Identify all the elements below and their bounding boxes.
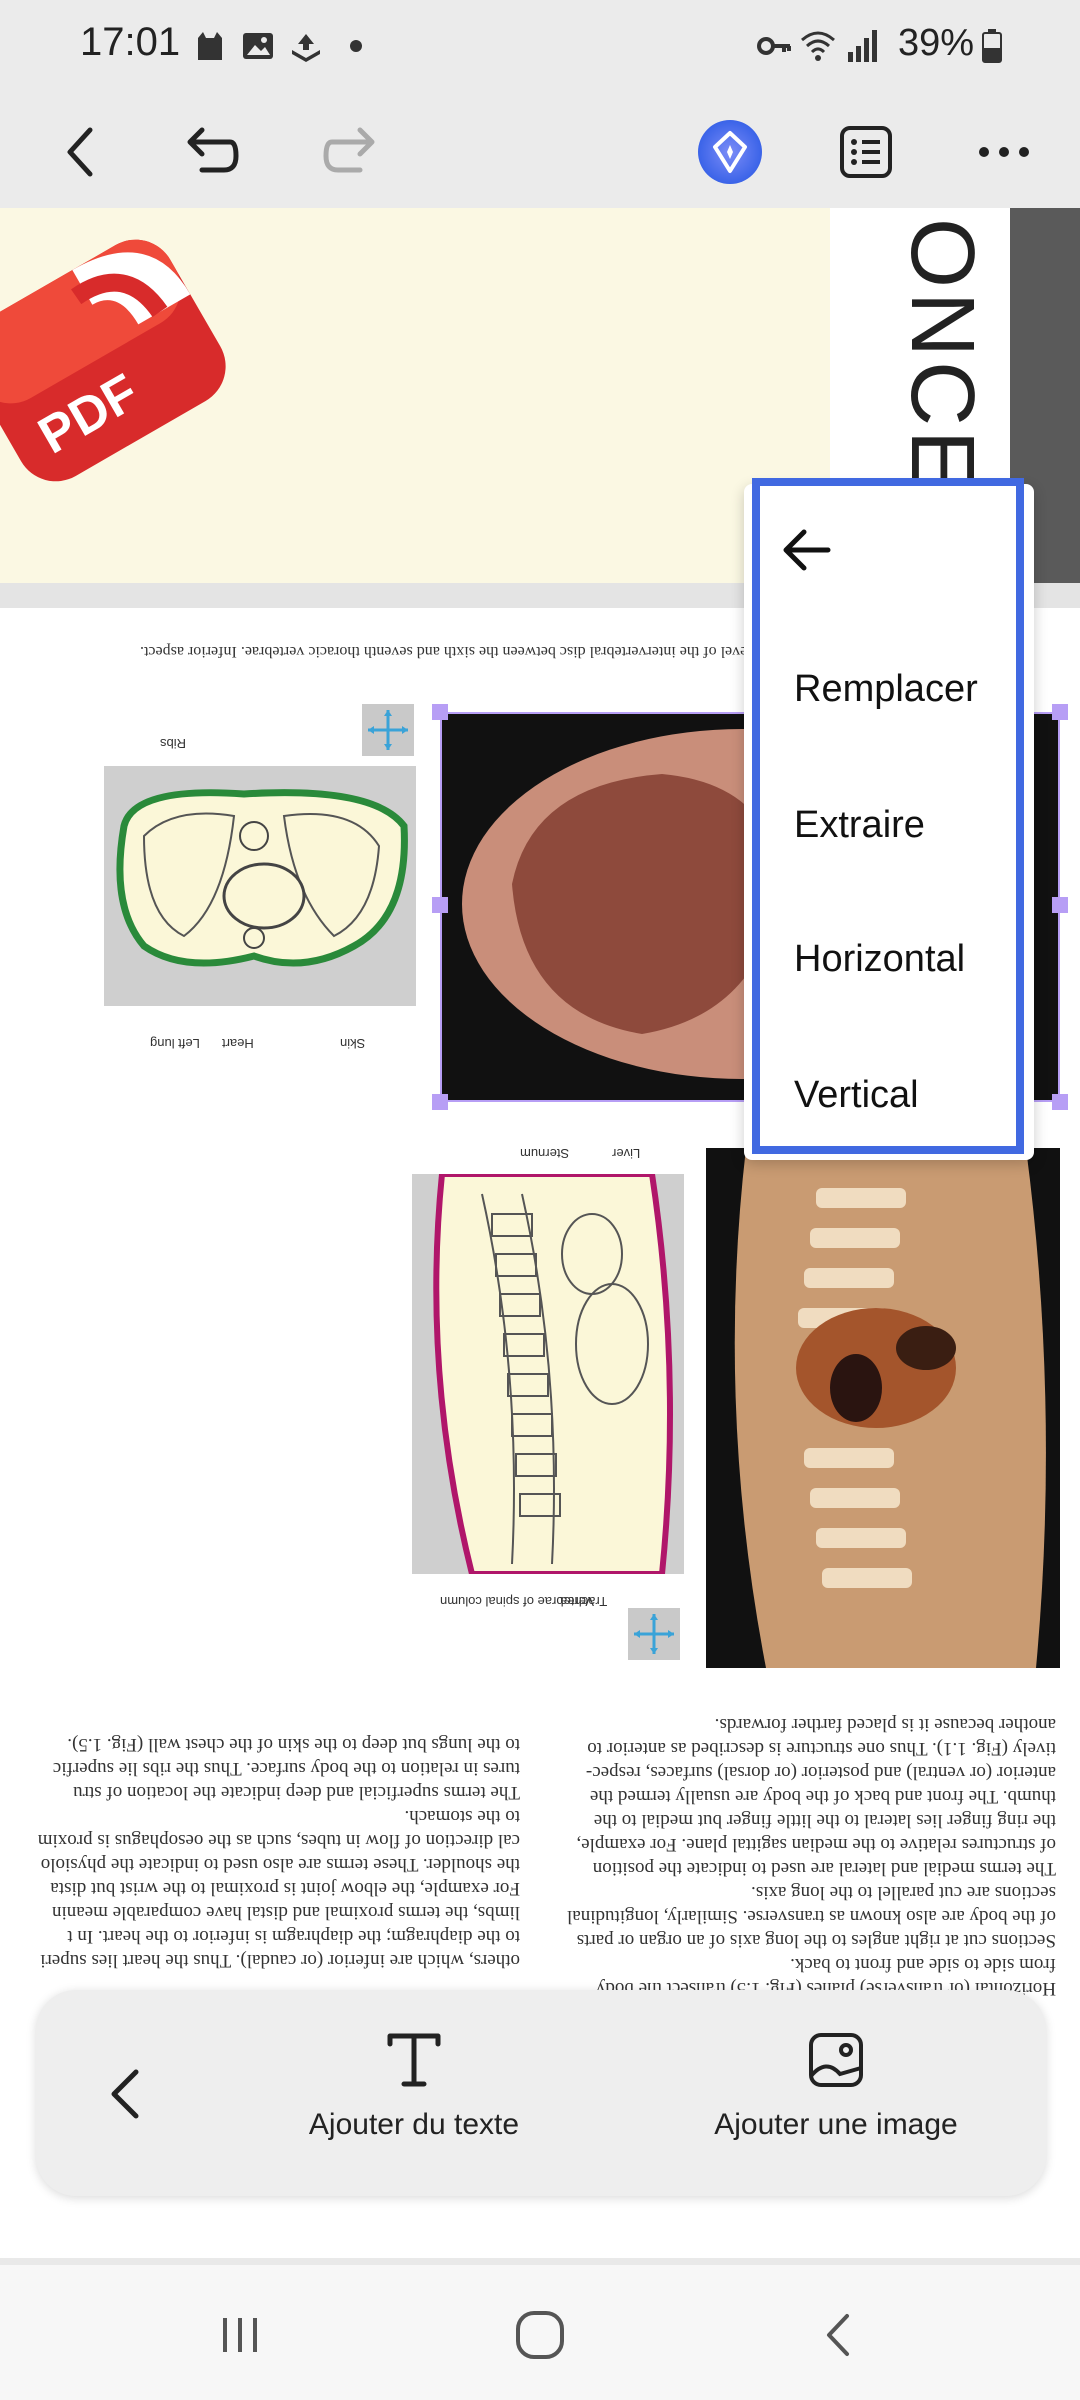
text-line: tively (Fig. 1.1). Thus one structure is… [587,1738,1056,1759]
home-icon [516,2311,564,2359]
menu-item-replace[interactable]: Remplacer [794,668,978,710]
edit-panel: Ajouter du texte Ajouter une image [36,1990,1046,2196]
undo-icon [187,127,239,173]
table-of-contents-button[interactable] [826,112,906,192]
resize-handle-r[interactable] [1052,897,1068,913]
undo-button[interactable] [172,112,252,192]
more-options-button[interactable] [964,112,1044,192]
compass-icon [634,1614,674,1654]
diagram-label-liver: Liver [612,1146,641,1161]
text-line: another because it is placed farther for… [714,1714,1056,1735]
text-column-left: others, which are inferior (or caudal). … [0,1732,520,1972]
sagittal-photo[interactable] [706,1148,1060,1668]
orientation-marker-top [362,704,414,756]
text-line: to the lungs but deep to the skin of the… [67,1734,520,1755]
compass-icon [368,710,408,750]
back-icon [827,2314,849,2356]
battery-percentage: 39% [898,22,975,64]
orientation-marker-bottom [628,1608,680,1660]
diagram-label-ribs: Ribs [160,736,187,751]
ai-assistant-button[interactable] [690,112,770,192]
redo-button[interactable] [310,112,390,192]
image-tool-icon [809,2033,863,2087]
menu-item-flip-horizontal[interactable]: Horizontal [794,938,966,980]
text-line: of the body are also known as transverse… [567,1906,1056,1927]
text-line: For example, the elbow joint is proximal… [50,1878,520,1899]
text-line: anterior (or ventral) and posterior (or … [585,1762,1056,1783]
add-image-button[interactable]: Ajouter une image [656,2030,1016,2160]
resize-handle-tl[interactable] [432,704,448,720]
document-viewer[interactable]: PDF ONCEPTS Fig. (Co... e level of the i… [0,208,1080,2258]
resize-handle-tr[interactable] [1052,704,1068,720]
text-line: from side to side and front to back. [790,1954,1056,1975]
diagram-label-vertebrae: Vertebrae of spinal column [440,1594,594,1609]
context-menu-back-button[interactable] [778,520,838,580]
text-line: tures in relation to the body surface. T… [52,1758,520,1779]
text-line: Sections cut at right angles to the long… [576,1930,1056,1951]
redo-icon [323,127,375,173]
home-button[interactable] [500,2295,580,2375]
ai-assistant-icon [698,120,762,184]
text-line: The terms medial and lateral are used to… [592,1858,1056,1879]
add-text-label: Ajouter du texte [308,2108,520,2141]
context-menu-highlight [752,478,1024,1154]
text-line: to the stomach. [404,1806,520,1827]
text-line: others, which are inferior (or caudal). … [40,1950,520,1971]
edit-panel-back-button[interactable] [86,2052,166,2132]
previous-page: PDF ONCEPTS [0,208,1080,583]
system-nav-bar [0,2265,1080,2400]
list-icon [840,126,892,178]
add-text-button[interactable]: Ajouter du texte [264,2030,564,2160]
status-bar: 17:01 39% [0,0,1080,96]
text-line: the ring finger lies lateral to the litt… [593,1810,1056,1831]
wifi-icon [801,31,835,61]
add-image-label: Ajouter une image [714,2108,958,2141]
system-back-button[interactable] [800,2295,880,2375]
status-time: 17:01 [80,20,181,64]
resize-handle-bl[interactable] [432,1094,448,1110]
text-line: to the diaphragm; the diaphragm is infer… [67,1926,520,1947]
text-line: of structures relative to the median sag… [576,1834,1056,1855]
current-page: Fig. (Co... e level of the intervertebra… [0,608,1080,2258]
text-line: thumb. The front and back of the body ar… [589,1786,1056,1807]
menu-item-extract[interactable]: Extraire [794,804,925,846]
pdf-logo-icon: PDF [0,239,226,482]
top-toolbar [0,96,1080,208]
signal-icon [848,30,877,62]
menu-item-flip-vertical[interactable]: Vertical [794,1074,919,1116]
cloud-upload-notification-icon [292,34,320,62]
text-line: cal direction of flow in tubes, such as … [37,1830,520,1851]
chevron-left-icon [111,2069,139,2119]
recent-apps-button[interactable] [200,2295,280,2375]
cat-notification-icon [198,32,222,60]
resize-handle-br[interactable] [1052,1094,1068,1110]
more-icon [979,147,1029,157]
back-arrow-icon [67,127,93,177]
recent-apps-icon [223,2318,257,2352]
sagittal-diagram [412,1171,684,1577]
text-line: sections are cut parallel to the long ax… [751,1882,1056,1903]
text-line: the shoulder. These terms are also used … [40,1854,520,1875]
gallery-notification-icon [243,33,273,59]
back-button[interactable] [40,112,120,192]
text-column-right: Horizontal (or transverse) planes (Fig. … [536,1712,1056,2000]
diagram-label-left-lung: Left lung [150,1036,200,1051]
image-context-menu [744,484,1034,1160]
transverse-diagram [104,766,416,1006]
dot-notification-icon [350,40,362,52]
text-line: limbs, the terms proximal and distal hav… [51,1902,520,1923]
diagram-label-sternum: Sternum [520,1146,570,1161]
resize-handle-l[interactable] [432,897,448,913]
arrow-left-icon [783,529,831,571]
text-line: The terms superficial and deep indicate … [73,1782,520,1803]
figure-caption: Fig. (Co... e level of the intervertebra… [140,643,833,660]
battery-icon [982,29,1002,63]
diagram-label-skin: Skin [340,1036,366,1051]
text-tool-icon [387,2033,441,2087]
key-icon [757,37,791,55]
diagram-label-heart: Heart [222,1036,254,1051]
